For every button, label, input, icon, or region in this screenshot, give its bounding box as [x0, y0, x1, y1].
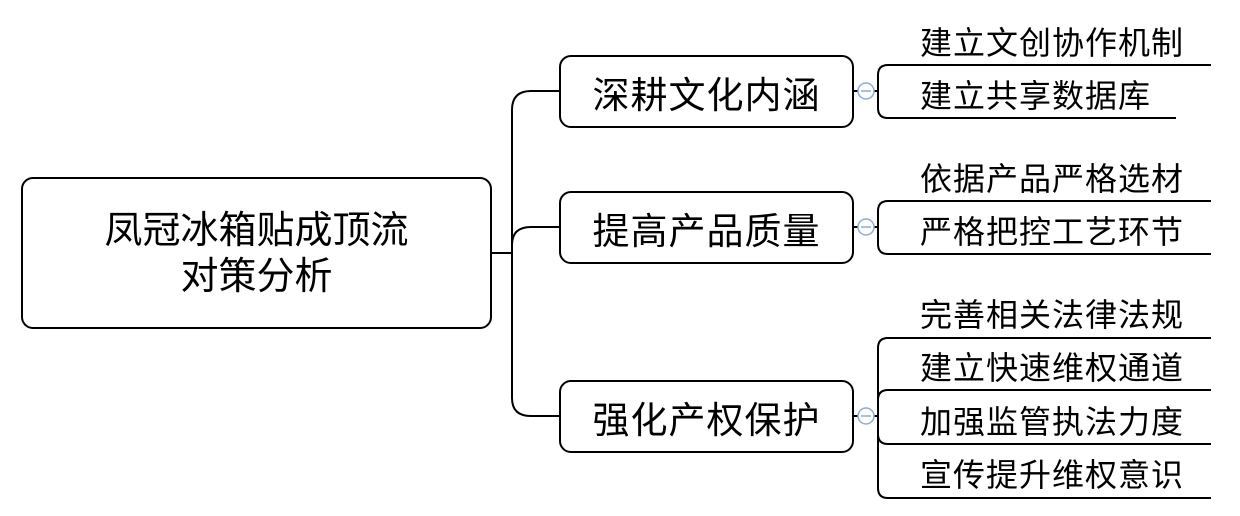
leaf-node[interactable]: 建立共享数据库 — [920, 77, 1152, 115]
branch-node-ip-protection[interactable]: 强化产权保护 — [559, 380, 854, 453]
root-node[interactable]: 凤冠冰箱贴成顶流 对策分析 — [21, 177, 492, 329]
leaf-node[interactable]: 完善相关法律法规 — [920, 296, 1185, 334]
leaf-node[interactable]: 加强监管执法力度 — [920, 403, 1185, 441]
leaf-node[interactable]: 宣传提升维权意识 — [920, 456, 1185, 494]
branch-connector-3 — [511, 253, 559, 417]
leaf-node[interactable]: 严格把控工艺环节 — [920, 213, 1185, 251]
branch-node-culture[interactable]: 深耕文化内涵 — [559, 55, 854, 128]
branch-node-quality[interactable]: 提高产品质量 — [559, 191, 854, 264]
leaf-node[interactable]: 依据产品严格选材 — [920, 160, 1185, 198]
leaf-bracket-2 — [854, 200, 1211, 255]
branch-label: 提高产品质量 — [592, 209, 821, 253]
branch-label: 深耕文化内涵 — [592, 73, 821, 117]
root-title-line1: 凤冠冰箱贴成顶流 — [104, 208, 409, 252]
leaf-bracket-1 — [854, 64, 1211, 119]
branch-label: 强化产权保护 — [592, 398, 821, 442]
leaf-bracket-3 — [854, 337, 1211, 499]
root-title-line2: 对策分析 — [180, 254, 333, 298]
branch-connector-1 — [511, 90, 559, 253]
leaf-node[interactable]: 建立快速维权通道 — [920, 349, 1185, 387]
branch-connector-2 — [511, 226, 559, 253]
leaf-node[interactable]: 建立文创协作机制 — [920, 24, 1185, 62]
